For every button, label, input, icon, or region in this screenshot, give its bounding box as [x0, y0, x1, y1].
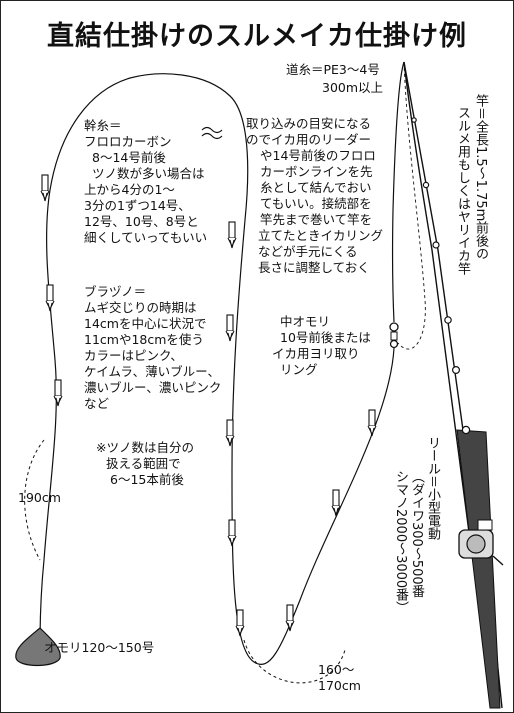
main-line: [391, 61, 405, 323]
page-title: 直結仕掛けのスルメイカ仕掛け例: [47, 21, 467, 52]
brazuno-line-5: カラーはピンク、: [84, 348, 183, 363]
leader-note-line-9: などが手元にくる: [258, 244, 358, 259]
mikiito-line-3: 8〜14号前後: [92, 150, 166, 165]
brazuno-line-2: ムギ交じりの時期は: [84, 300, 197, 315]
leader-line: [397, 61, 426, 350]
leader-note-line-6: てもいい。接続部を: [260, 196, 372, 211]
mikiito-line-7: 12号、10号、8号と: [84, 214, 199, 229]
brazuno-line-7: 濃いブルー、濃いピンク: [84, 380, 222, 395]
naka-omori-line-3: イカ用ヨリ取り: [272, 346, 360, 361]
sinker: [15, 627, 61, 667]
brazuno-line-1: ブラヅノ＝: [84, 284, 147, 299]
mikiito-line-8: 細くしていってもいい: [84, 230, 208, 245]
mikiito-line-1: 幹糸＝: [84, 118, 122, 133]
middle-sinker-swivel: [389, 322, 399, 349]
mikiito-line-2: フロロカーボン: [84, 134, 172, 149]
squid-jigs: [40, 174, 377, 637]
mainline-label-1: 道糸＝PE3〜4号: [286, 62, 380, 77]
naka-omori-line-1: 中オモリ: [280, 314, 331, 329]
leader-note-line-10: 長さに調整しておく: [258, 260, 370, 275]
sinker-label: オモリ120〜150号: [44, 640, 155, 655]
rod-line-2: スルメ用もしくはヤリイカ竿: [455, 106, 470, 275]
naka-omori-line-4: リング: [280, 362, 318, 377]
leader-note-line-2: のでイカ用のリーダー: [246, 132, 372, 147]
tsuno-count-line-3: 6〜15本前後: [110, 472, 184, 487]
leader-note-line-8: 立てたときイカリング: [258, 228, 384, 243]
distance-left-label: 190cm: [18, 490, 61, 505]
leader-note-line-1: 取り込みの目安になる: [246, 116, 372, 131]
naka-omori-line-2: 10号前後または: [280, 330, 371, 345]
brazuno-line-3: 14cmを中心に状況で: [84, 316, 207, 331]
distance-bottom-label-2: 170cm: [318, 678, 361, 693]
reel-line-1: リール＝小型電動: [425, 436, 440, 541]
mikiito-line-4: ツノ数が多い場合は: [92, 166, 205, 181]
rod-line-1: 竿＝全長1.5〜1.75m前後の: [473, 94, 488, 261]
mainline-label-2: 300m以上: [322, 80, 384, 95]
rod: [403, 61, 503, 709]
distance-bottom-label-1: 160〜: [318, 662, 355, 677]
brazuno-line-4: 11cmや18cmを使う: [84, 332, 204, 347]
distance-arc-left: [24, 439, 45, 561]
tsuno-count-line-2: 扱える範囲で: [106, 456, 181, 471]
leader-note-line-7: 竿先まで巻いて竿を: [260, 212, 373, 227]
reel-line-2: （ダイワ300〜500番: [409, 470, 424, 598]
reel: [458, 519, 504, 566]
leader-note-line-4: カーボンラインを先: [260, 164, 373, 179]
reel-line-3: シマノ2000〜3000番）: [393, 470, 408, 615]
mikiito-line-5: 上から4分の1〜: [84, 182, 175, 197]
brazuno-line-6: ケイムラ、薄いブルー、: [84, 364, 221, 379]
mikiito-line-6: 3分の1ずつ14号、: [84, 198, 191, 213]
leader-note-line-5: 糸として結んでおい: [260, 180, 372, 195]
tsuno-count-line-1: ※ツノ数は自分の: [96, 440, 194, 455]
leader-note-line-3: や14号前後のフロロ: [260, 148, 376, 163]
brazuno-line-8: など: [84, 396, 110, 411]
